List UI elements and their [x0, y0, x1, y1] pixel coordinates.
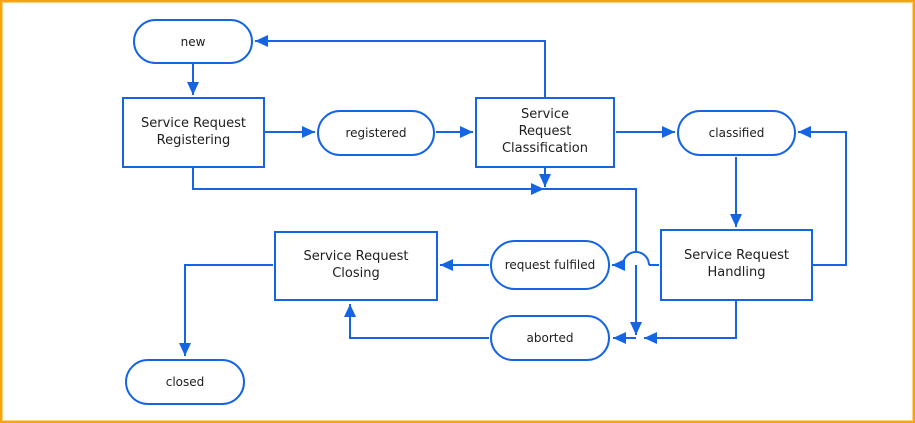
node-aborted-label: aborted [526, 331, 574, 345]
node-classification-label: Service Request Classification [501, 107, 589, 156]
edge-classification-new [255, 35, 546, 97]
node-closed-label: closed [165, 375, 205, 389]
edge-handling-aborted [644, 301, 737, 344]
node-handling-label: Service Request Handling [684, 248, 789, 280]
node-new: new [133, 19, 253, 64]
edge-handling-fulfiled-hop [622, 251, 650, 266]
node-registered-label: registered [345, 126, 407, 140]
node-registering-label: Service Request Registering [141, 115, 246, 148]
node-classification: Service Request Classification [475, 97, 615, 168]
node-handling: Service Request Handling [660, 229, 813, 301]
node-closing-label: Service Request Closing [303, 249, 409, 281]
node-request-fulfiled: request fulfiled [490, 240, 610, 290]
node-registered: registered [317, 110, 435, 156]
edge-handling-classified [798, 126, 847, 266]
node-aborted: aborted [490, 315, 610, 361]
node-classified-label: classified [708, 126, 765, 140]
edge-closing-closed [179, 264, 273, 356]
node-new-label: new [180, 34, 206, 49]
node-request-fulfiled-label: request fulfiled [504, 258, 596, 272]
node-classified: classified [677, 110, 796, 156]
edge-aborted-closing [344, 304, 489, 339]
node-registering: Service Request Registering [122, 97, 265, 168]
edge-junction-arrowhead [531, 183, 544, 195]
node-closing: Service Request Closing [274, 231, 438, 301]
node-closed: closed [125, 359, 245, 405]
